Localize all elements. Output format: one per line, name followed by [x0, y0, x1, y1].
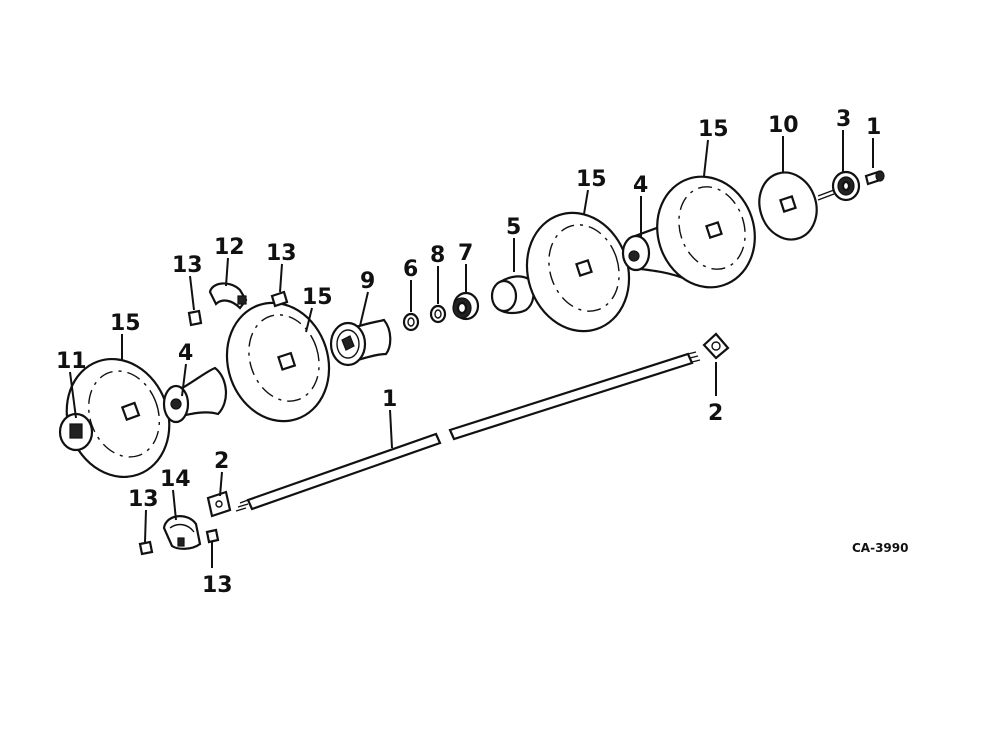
ring-6: [402, 312, 420, 332]
callout-1-axle: 1: [382, 387, 397, 412]
end-disc-right: [656, 175, 756, 289]
bolt-1: [864, 170, 885, 186]
nut-11: [58, 412, 94, 452]
callout-13-b: 13: [266, 241, 297, 266]
callout-14: 14: [160, 467, 191, 492]
block-13-c: [138, 540, 154, 556]
callout-12: 12: [214, 235, 245, 260]
washer-nut-3: [817, 170, 861, 202]
callout-8: 8: [430, 243, 445, 268]
disc-2: [225, 301, 331, 423]
ring-8: [429, 304, 447, 324]
callout-15-a: 15: [110, 311, 141, 336]
bearing-cap-12: [208, 282, 248, 310]
callout-6: 6: [403, 257, 418, 282]
spool-left: [162, 366, 227, 424]
leader-lines: [69, 130, 874, 568]
hub-9: [329, 318, 392, 367]
callout-13-c: 13: [128, 487, 159, 512]
square-nut-right: [702, 332, 730, 360]
bushing-7: [452, 291, 480, 321]
bearing-half-14: [162, 515, 202, 550]
callout-15-d: 15: [698, 117, 729, 142]
plate-10: [758, 171, 818, 241]
callout-11: 11: [56, 349, 87, 374]
callout-4-right: 4: [633, 173, 648, 198]
block-13-d: [205, 528, 220, 544]
callouts: 1 1 2 2 3 4 4 5 6 7 8 9 10 11 12 13 13 1…: [56, 107, 881, 598]
callout-7: 7: [458, 241, 473, 266]
callout-13-d: 13: [202, 573, 233, 598]
callout-2-right: 2: [708, 401, 723, 426]
callout-1-bolt: 1: [866, 115, 881, 140]
block-13-b: [270, 290, 289, 308]
callout-15-b: 15: [302, 285, 333, 310]
square-nut-left: [206, 490, 232, 518]
drawing-id: CA-3990: [852, 541, 908, 555]
callout-5: 5: [506, 215, 521, 240]
callout-13-a: 13: [172, 253, 203, 278]
callout-3: 3: [836, 107, 851, 132]
callout-15-c: 15: [576, 167, 607, 192]
callout-10: 10: [768, 113, 799, 138]
disc-3: [525, 211, 631, 333]
block-13-a: [187, 309, 203, 327]
hub-5: [490, 275, 535, 315]
axle-shaft: [235, 351, 701, 512]
callout-4-left: 4: [178, 341, 193, 366]
callout-9: 9: [360, 269, 375, 294]
callout-2-left: 2: [214, 449, 229, 474]
